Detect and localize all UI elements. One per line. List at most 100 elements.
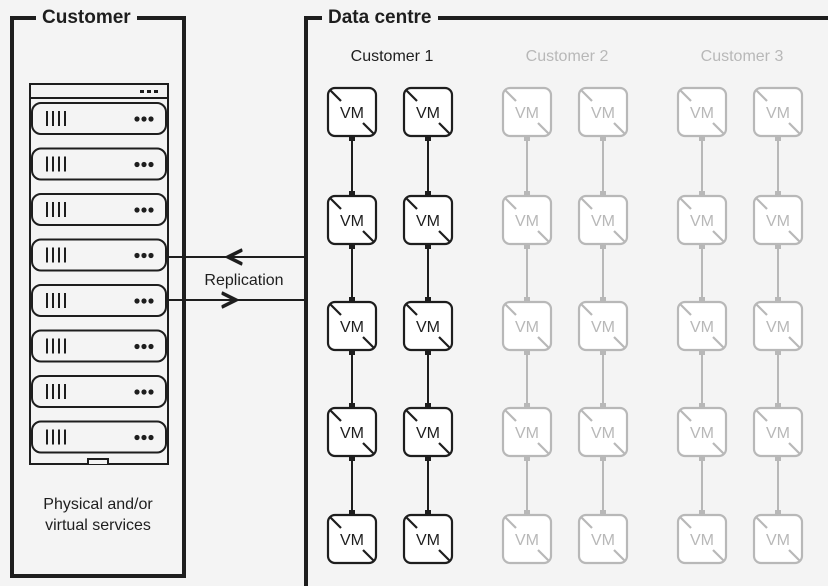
status-light-dot: [134, 252, 140, 259]
vm-corner-tick: [405, 516, 418, 529]
vm-box: VM: [402, 300, 454, 352]
vm-corner-tick: [329, 197, 342, 210]
connector-cap-top: [775, 456, 781, 461]
vm-corner-tick: [537, 230, 550, 243]
connector-cap-bottom: [425, 191, 431, 196]
rack-unit-body: [31, 102, 167, 135]
vm-corner-tick: [329, 303, 342, 316]
connector-cap-bottom: [600, 191, 606, 196]
vm-corner-tick: [504, 409, 517, 422]
vm-label: VM: [416, 425, 440, 442]
vm-corner-tick: [788, 230, 801, 243]
vm-corner-tick: [537, 122, 550, 135]
connector-cap-top: [349, 456, 355, 461]
replication-label: Replication: [204, 272, 284, 289]
datacentre-panel-frame: [304, 16, 828, 586]
column-label-customer-1: Customer 1: [350, 48, 434, 65]
vm-box: VM: [501, 513, 553, 565]
vm-corner-tick: [788, 336, 801, 349]
vm-corner-tick: [613, 230, 626, 243]
status-light-dot: [148, 434, 154, 441]
vm-corner-tick: [329, 516, 342, 529]
rack-units: [31, 102, 167, 454]
connector-cap-bottom: [775, 191, 781, 196]
vm-label: VM: [515, 105, 539, 122]
vm-corner-tick: [405, 409, 418, 422]
vm-corner-tick: [362, 549, 375, 562]
rack-stand: [87, 458, 109, 464]
status-light-dot: [141, 207, 147, 213]
connector-cap-bottom: [425, 297, 431, 302]
status-light-dot: [141, 116, 147, 122]
connector-cap-bottom: [524, 510, 530, 515]
vm-box: VM: [402, 194, 454, 246]
vm-box: VM: [676, 406, 728, 458]
connector-cap-bottom: [699, 191, 705, 196]
vm-corner-tick: [679, 516, 692, 529]
vm-corner-tick: [329, 409, 342, 422]
status-light-dot: [148, 389, 154, 395]
rack-unit: [31, 238, 167, 272]
vm-corner-tick: [755, 303, 768, 316]
vm-label: VM: [690, 319, 714, 336]
server-rack: [29, 83, 169, 465]
vm-corner-tick: [362, 122, 375, 135]
vm-label: VM: [591, 213, 615, 230]
vm-corner-tick: [712, 122, 725, 135]
status-light-dot: [148, 161, 154, 168]
rack-unit: [31, 102, 167, 135]
status-light-dot: [148, 207, 154, 213]
column-label-customer-3: Customer 3: [700, 48, 784, 65]
connector-cap-bottom: [349, 403, 355, 408]
connector-cap-top: [699, 244, 705, 249]
vm-box: VM: [676, 86, 728, 138]
vm-box: VM: [326, 194, 378, 246]
vm-label: VM: [766, 105, 790, 122]
vm-corner-tick: [679, 303, 692, 316]
connector-cap-top: [349, 244, 355, 249]
rack-unit: [31, 284, 167, 317]
vm-corner-tick: [712, 549, 725, 562]
vm-corner-tick: [613, 122, 626, 135]
vm-grid: VMVMVMVMVMVMVMVMVMVMVMVMVMVMVMVMVMVMVMVM…: [326, 86, 804, 565]
vm-corner-tick: [405, 197, 418, 210]
vm-corner-tick: [755, 516, 768, 529]
rack-indicator-dots: [140, 90, 158, 93]
vm-box: VM: [577, 300, 629, 352]
vm-corner-tick: [504, 303, 517, 316]
vm-label: VM: [515, 425, 539, 442]
rack-unit: [31, 147, 167, 181]
status-light-dot: [148, 343, 154, 350]
vm-label: VM: [766, 532, 790, 549]
vm-box: VM: [501, 300, 553, 352]
rack-unit-body: [31, 238, 167, 272]
vm-corner-tick: [537, 442, 550, 455]
vm-corner-tick: [788, 549, 801, 562]
vm-label: VM: [340, 425, 364, 442]
connector-cap-top: [699, 350, 705, 355]
vm-corner-tick: [362, 336, 375, 349]
vm-corner-tick: [504, 516, 517, 529]
status-light-dot: [134, 116, 140, 122]
vm-corner-tick: [580, 197, 593, 210]
vm-corner-tick: [438, 230, 451, 243]
status-light-dot: [134, 207, 140, 213]
status-light-dot: [141, 434, 147, 441]
vm-corner-tick: [438, 442, 451, 455]
vm-label: VM: [515, 532, 539, 549]
vm-box: VM: [402, 406, 454, 458]
vm-corner-tick: [712, 442, 725, 455]
connector-cap-bottom: [425, 510, 431, 515]
vm-corner-tick: [438, 122, 451, 135]
connector-cap-top: [699, 136, 705, 141]
connector-cap-top: [425, 136, 431, 141]
vm-corner-tick: [504, 197, 517, 210]
vm-label: VM: [515, 319, 539, 336]
connector-cap-top: [775, 136, 781, 141]
vm-corner-tick: [438, 336, 451, 349]
connector-cap-top: [775, 244, 781, 249]
connector-cap-bottom: [349, 191, 355, 196]
status-light-dot: [134, 434, 140, 441]
status-light-dot: [141, 298, 147, 304]
